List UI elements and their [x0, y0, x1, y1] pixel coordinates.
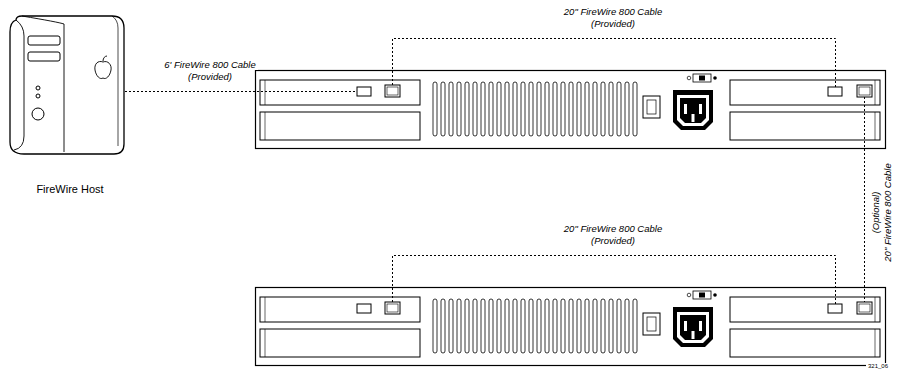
cable-label: 20" FireWire 800 Cable	[562, 6, 664, 17]
cable-label: (Optional)	[871, 189, 882, 235]
raid-enclosure	[256, 288, 886, 366]
firewire-host: FireWire Host	[2, 12, 138, 196]
cable-label: 6' FireWire 800 Cable	[162, 59, 258, 70]
cable-label: 20" FireWire 800 Cable	[562, 223, 664, 234]
raid-enclosure	[256, 71, 886, 149]
loop-cable	[393, 39, 836, 88]
cable-label: 20" FireWire 800 Cable	[882, 161, 893, 263]
computer-tower	[2, 12, 138, 162]
cable-label: (Provided)	[589, 18, 637, 29]
optional-cable	[864, 97, 865, 302]
figure-number: 321_06	[866, 363, 890, 371]
cable-label: (Provided)	[186, 71, 234, 82]
host-label: FireWire Host	[2, 182, 138, 196]
host-cable	[125, 91, 357, 92]
loop-cable	[393, 256, 836, 305]
firewire-cable	[125, 39, 865, 305]
cable-label: (Provided)	[589, 235, 637, 246]
